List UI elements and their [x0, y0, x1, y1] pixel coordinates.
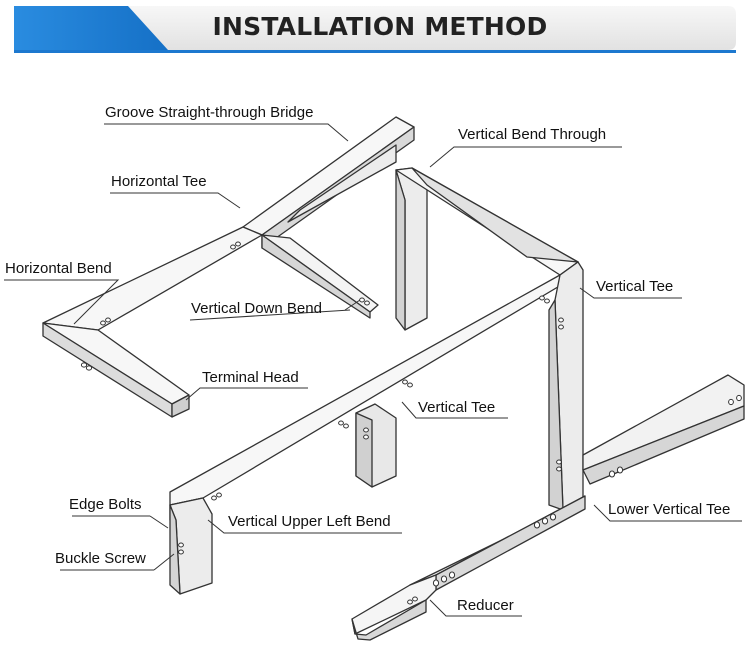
cable-tray-drawing [4, 116, 745, 641]
vertical-bend-through [395, 167, 579, 331]
label-vertical-upper-left-bend: Vertical Upper Left Bend [228, 513, 391, 530]
label-vertical-bend-through: Vertical Bend Through [458, 126, 607, 143]
leader-lines [4, 123, 742, 617]
banner-shape [14, 6, 736, 53]
banner-blue-tab [14, 6, 168, 50]
page-title: INSTALLATION METHOD [212, 12, 548, 41]
left-leg [169, 497, 213, 595]
label-horizontal-tee: Horizontal Tee [111, 173, 207, 190]
middle-tray [169, 261, 579, 521]
label-vertical-tee-middle: Vertical Tee [418, 399, 496, 416]
label-terminal-head: Terminal Head [202, 369, 299, 386]
header-banner: INSTALLATION METHOD [0, 0, 750, 60]
upper-tray [42, 116, 415, 418]
banner-underline [14, 50, 736, 53]
right-vertical-tee [548, 261, 584, 511]
label-vertical-down-bend: Vertical Down Bend [191, 300, 322, 317]
label-edge-bolts: Edge Bolts [69, 496, 142, 513]
label-groove-straight-through-bridge: Groove Straight-through Bridge [105, 104, 314, 121]
banner-gray-bar [14, 6, 736, 50]
bolt-holes [80, 241, 742, 605]
label-vertical-tee-right: Vertical Tee [596, 278, 674, 295]
label-buckle-screw: Buckle Screw [55, 550, 146, 567]
label-horizontal-bend: Horizontal Bend [5, 260, 112, 277]
label-lower-vertical-tee: Lower Vertical Tee [608, 501, 731, 518]
installation-diagram: Groove Straight-through Bridge Horizonta… [0, 60, 750, 657]
label-reducer: Reducer [457, 597, 514, 614]
